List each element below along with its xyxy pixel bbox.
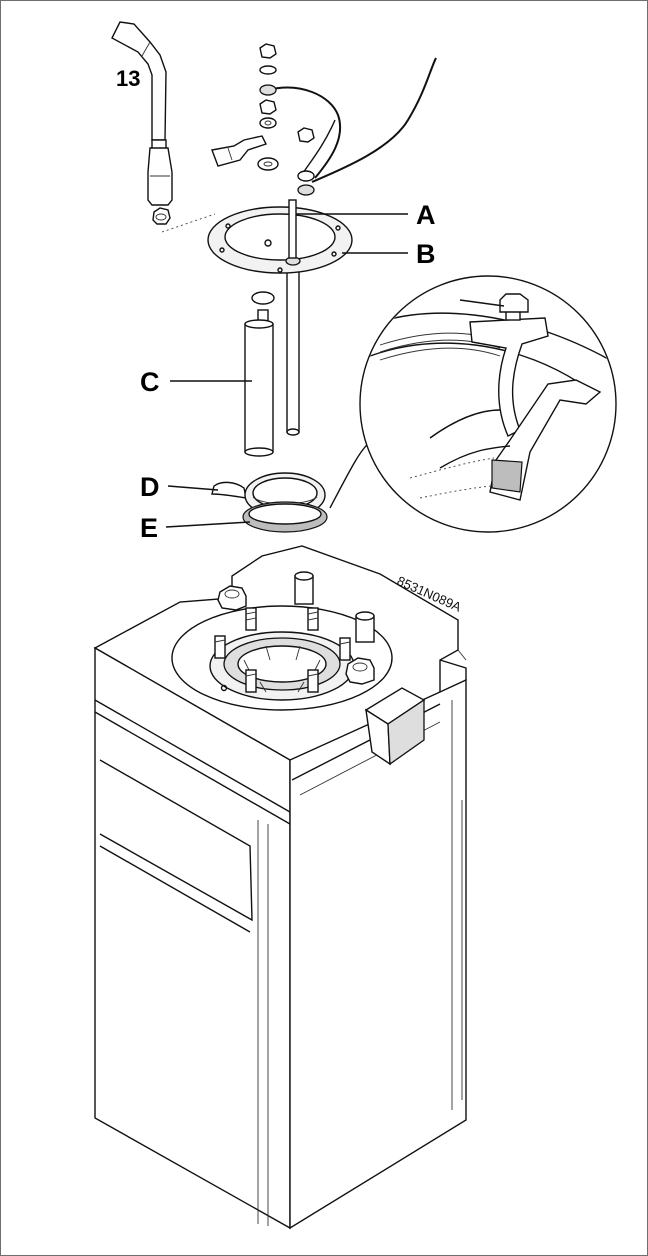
fuel-tank-body [93,545,467,1230]
callout-line-e [165,521,251,528]
sender-unit [207,199,353,436]
callout-line-d [167,485,219,491]
seal-ring-icon [242,501,328,533]
wrench-size-label: 13 [116,66,140,91]
stud-fasteners-icon [257,43,315,196]
socket-wrench-icon [111,21,173,206]
cable-clip-icon [211,135,267,167]
callout-d: D [140,472,160,502]
float-tube-icon [244,309,274,457]
callout-e: E [140,513,158,543]
mounting-studs-icon [214,607,351,693]
ground-cable-icon [267,57,437,183]
washer-icon [251,291,275,305]
tank-plate-bolts-icon [217,571,375,685]
callout-b: B [416,239,436,269]
detail-magnifier [329,275,617,533]
callout-a: A [416,200,436,230]
nut-icon [152,207,171,225]
callout-c: C [140,367,160,397]
